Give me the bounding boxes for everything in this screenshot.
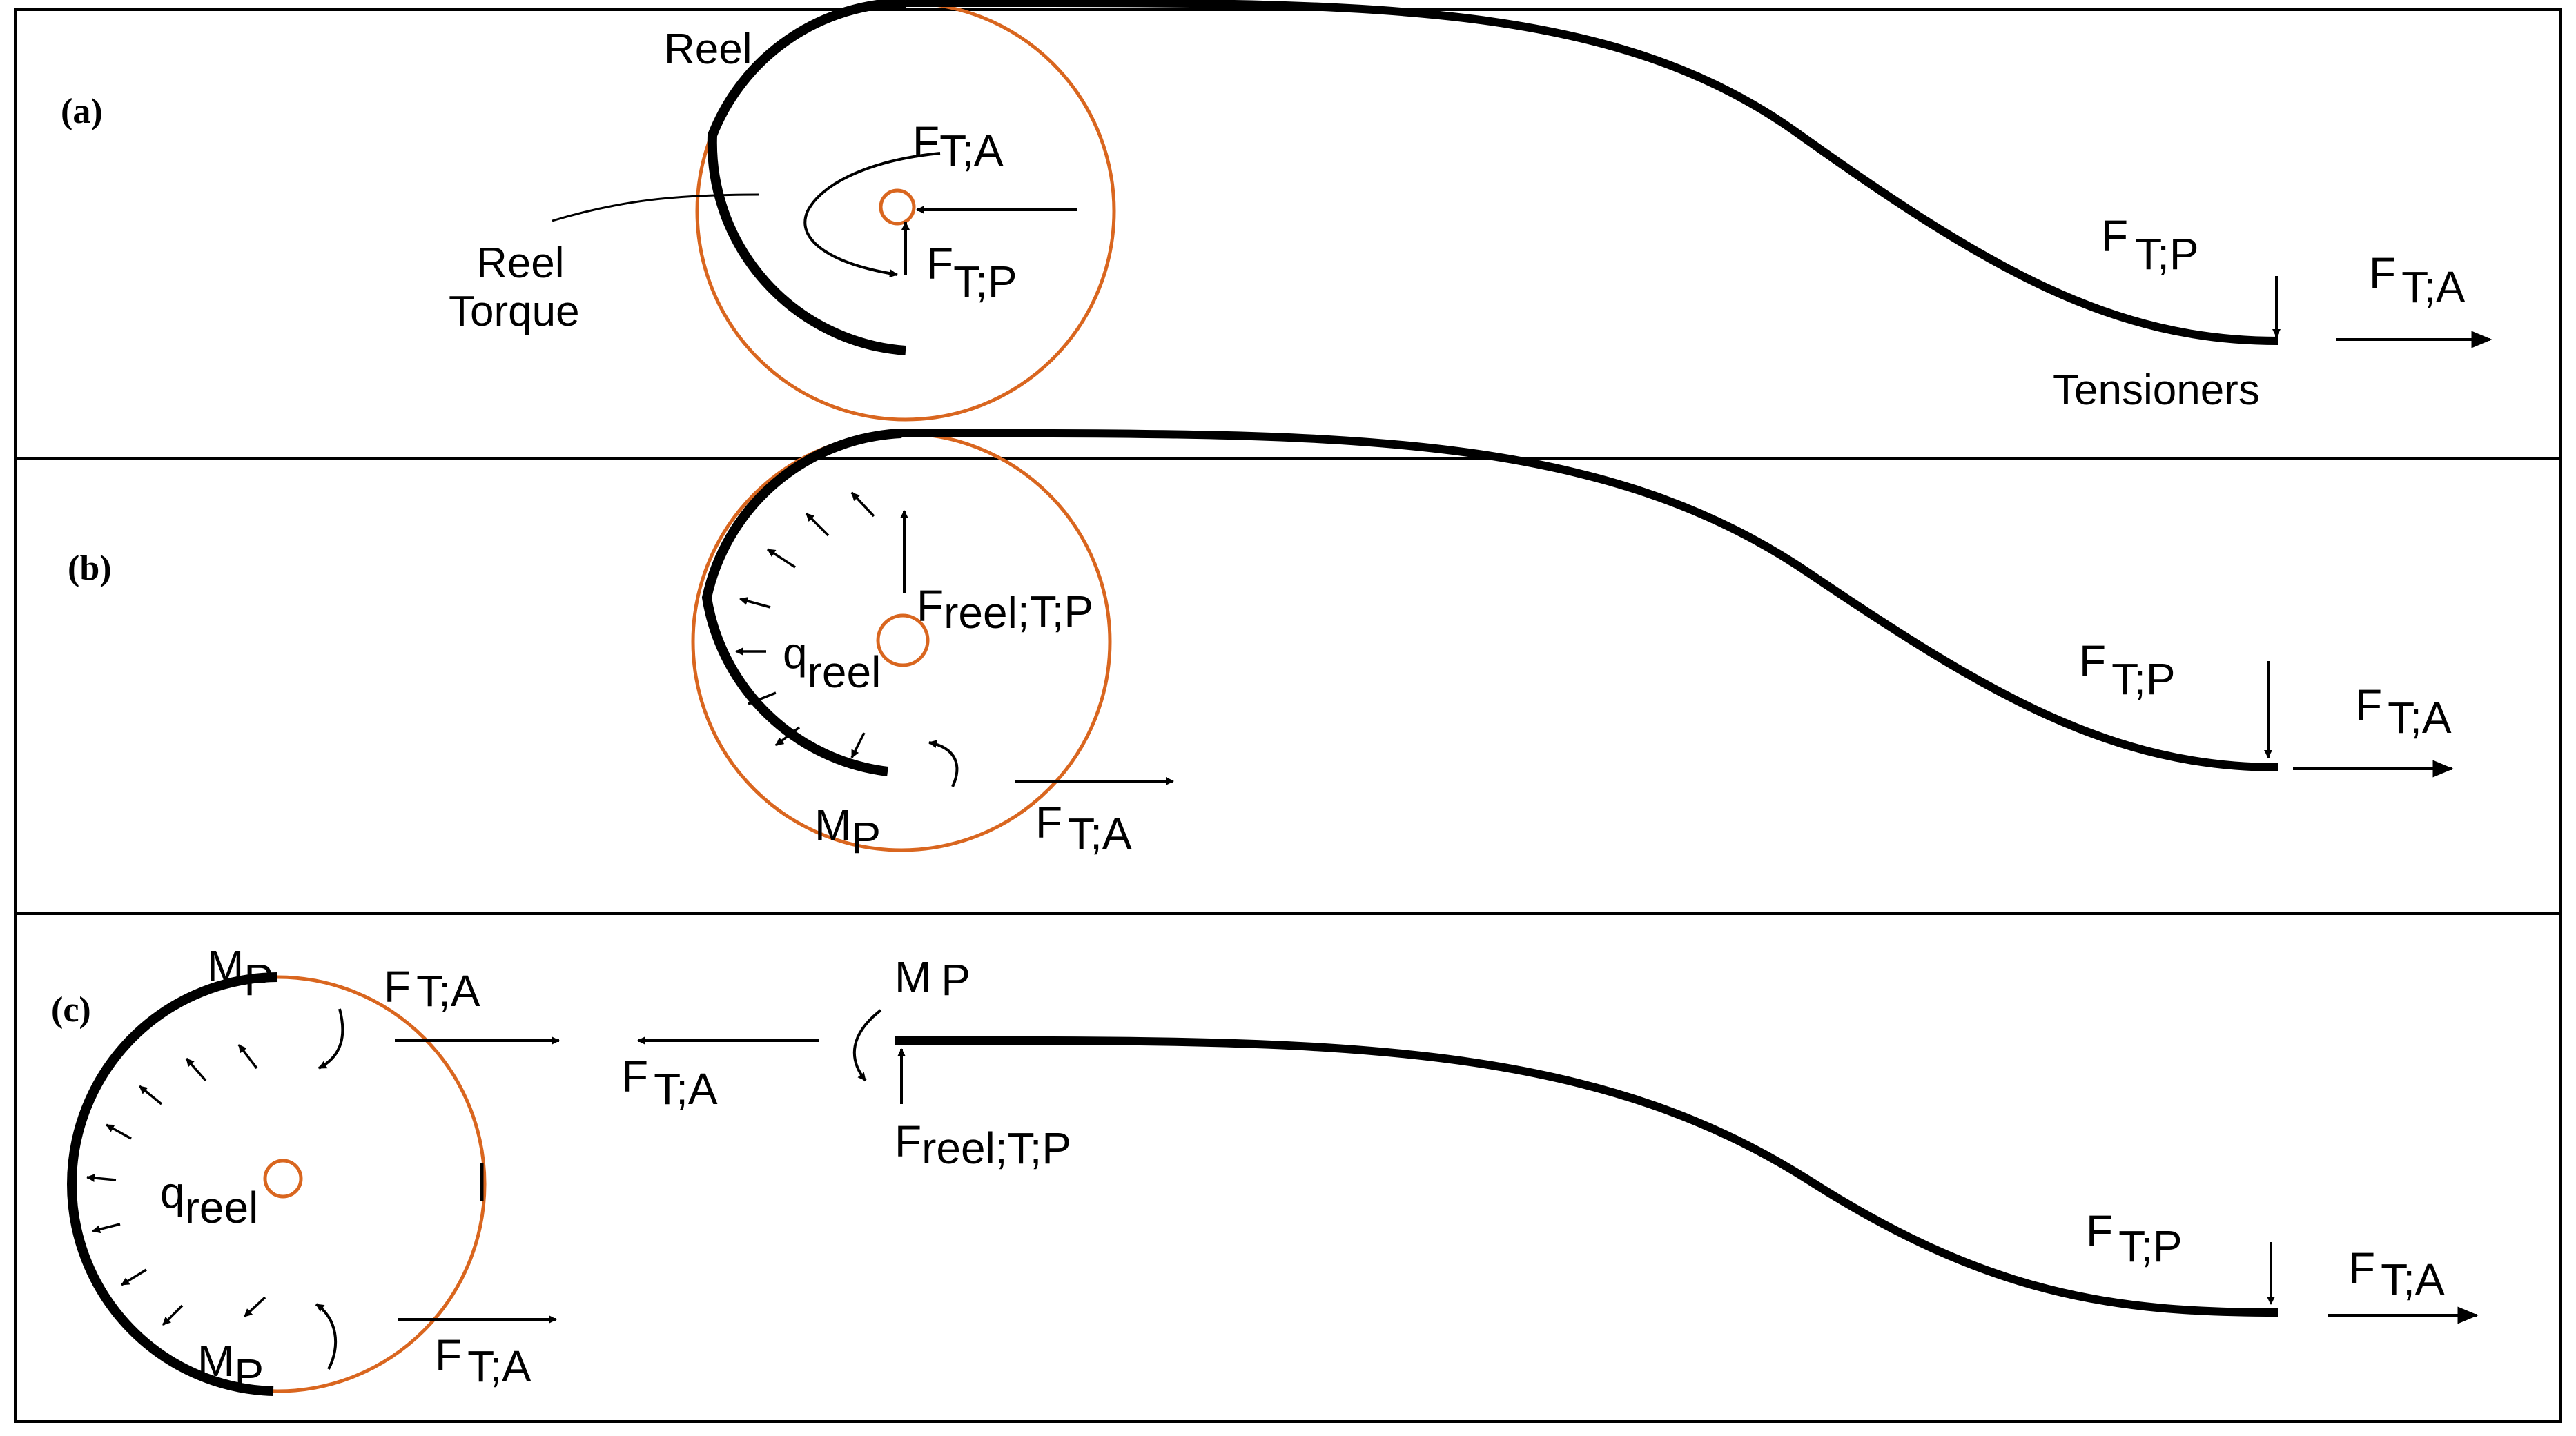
panel-b-frame xyxy=(14,457,2562,915)
reel-label: Reel xyxy=(664,26,752,73)
m-p-c-top-arrow xyxy=(318,1008,344,1070)
reel-torque-arrow xyxy=(803,152,941,278)
reel-b-wrapped-pipe xyxy=(701,429,902,776)
pipe-c-span xyxy=(895,1036,2279,1317)
f-ta-center-a: FT;A xyxy=(913,117,1004,175)
reel-torque-leader xyxy=(552,193,760,222)
reel-c-wrapped-pipe xyxy=(66,972,278,1396)
m-p-bottom-c: MP xyxy=(197,1336,264,1399)
q-reel-c-arrows xyxy=(86,1043,266,1326)
pipe-b-span xyxy=(901,429,2279,771)
reel-b-hub xyxy=(876,613,930,667)
f-reel-c: Freel;T;P xyxy=(895,1117,1071,1173)
reel-torque-label-2: Torque xyxy=(449,288,580,335)
panel-c-label: (c) xyxy=(51,990,91,1030)
m-p-top-c: MP xyxy=(207,941,273,1005)
q-reel-b-arrows xyxy=(735,491,875,758)
m-p-b: MP xyxy=(814,800,881,863)
m-p-c-pipe-arrow xyxy=(852,1009,882,1082)
q-reel-c: qreel xyxy=(160,1168,258,1232)
panel-c-frame xyxy=(14,912,2562,1423)
m-p-c-bottom-arrow xyxy=(315,1303,338,1370)
reel-a-hub xyxy=(879,188,916,226)
reel-torque-label-1: Reel xyxy=(476,239,565,287)
tensioners-label: Tensioners xyxy=(2053,366,2260,414)
reel-a-wrapped-pipe xyxy=(707,0,906,355)
m-p-b-arrow xyxy=(928,740,959,787)
reel-c-hub xyxy=(263,1159,303,1199)
q-reel-b: qreel xyxy=(783,628,881,697)
f-tp-center-a: FT;P xyxy=(926,239,1017,306)
panel-b-label: (b) xyxy=(68,549,112,588)
pipe-a-span xyxy=(906,0,2279,345)
panel-a-label: (a) xyxy=(61,92,103,131)
f-reel-b: Freel;T;P xyxy=(917,581,1093,638)
